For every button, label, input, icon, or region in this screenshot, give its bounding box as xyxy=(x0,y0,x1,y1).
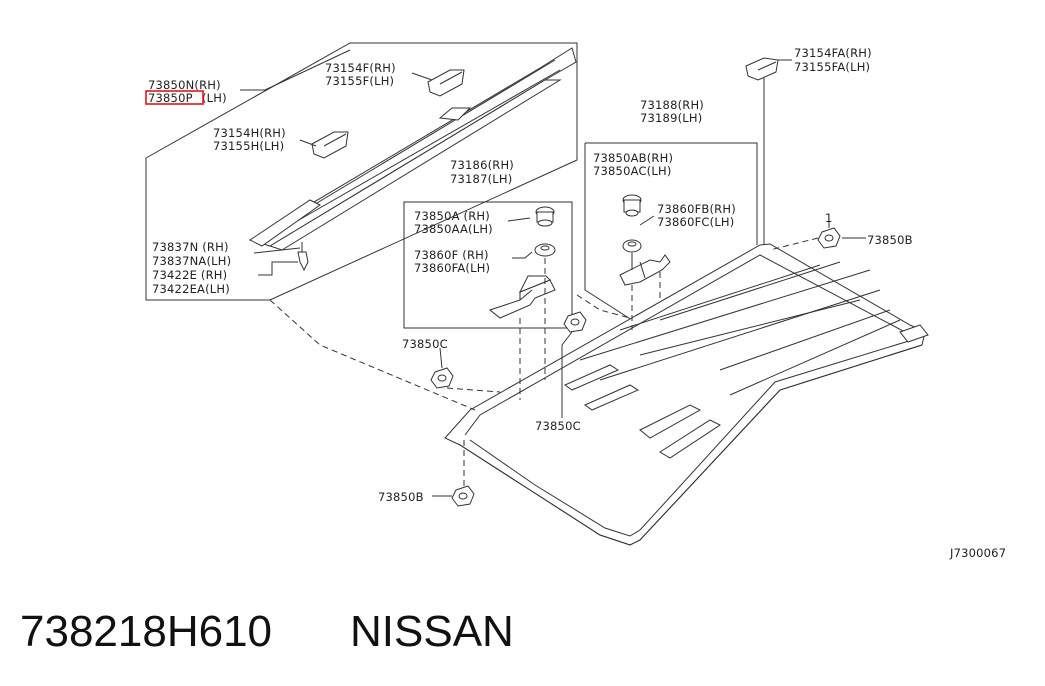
label-73850p-code: 73850P xyxy=(148,91,193,105)
cap-73154f xyxy=(427,69,465,97)
clip-73422e xyxy=(297,242,309,272)
label-73850c-top: 73850C xyxy=(402,337,448,351)
label-73189: 73189(LH) xyxy=(640,111,702,125)
bracket-73188 xyxy=(619,254,671,286)
washer-73860fb xyxy=(622,239,642,253)
label-73154fa: 73154FA(RH) xyxy=(794,46,872,60)
label-73850a: 73850A (RH) xyxy=(414,209,490,223)
roof-headlining xyxy=(444,243,929,546)
part-number: 738218H610 xyxy=(20,607,272,656)
nut-73850c-center xyxy=(563,311,587,333)
label-73850n-rh: 73850N(RH) xyxy=(148,78,221,92)
label-73155f: 73155F(LH) xyxy=(325,74,394,88)
label-73850p-lh: (LH) xyxy=(202,91,227,105)
label-73850b-bottom: 73850B xyxy=(378,490,424,504)
nut-73850b-right xyxy=(817,227,841,249)
label-73422ea: 73422EA(LH) xyxy=(152,282,230,296)
grommet-73850ab xyxy=(622,194,642,217)
label-73850ab: 73850AB(RH) xyxy=(593,151,673,165)
label-73860f: 73860F (RH) xyxy=(414,248,489,262)
cap-73154fa xyxy=(745,57,779,81)
label-73187: 73187(LH) xyxy=(450,172,512,186)
label-73154h: 73154H(RH) xyxy=(213,126,286,140)
label-73860fa: 73860FA(LH) xyxy=(414,261,490,275)
label-73860fb: 73860FB(RH) xyxy=(657,202,736,216)
diagram-code: J7300067 xyxy=(949,546,1006,560)
nut-73850c-left xyxy=(430,367,454,389)
label-73837na: 73837NA(LH) xyxy=(152,254,231,268)
rail-callout-box xyxy=(145,42,578,301)
label-73850c-bottom: 73850C xyxy=(535,419,581,433)
roof-side-rail xyxy=(248,47,577,251)
label-73850aa: 73850AA(LH) xyxy=(414,222,493,236)
label-73188: 73188(RH) xyxy=(640,98,704,112)
label-73186: 73186(RH) xyxy=(450,158,514,172)
label-73860fc: 73860FC(LH) xyxy=(657,215,734,229)
cap-73154h xyxy=(311,131,349,159)
label-73422e: 73422E (RH) xyxy=(152,268,227,282)
nut-73850b-bottom xyxy=(451,485,475,507)
bracket2-callout-box xyxy=(585,142,758,245)
label-73850b-right: 73850B xyxy=(867,233,913,247)
grommet-73850a xyxy=(535,206,555,227)
brand-name: NISSAN xyxy=(350,607,514,656)
washer-73860f xyxy=(534,243,556,257)
label-73155fa: 73155FA(LH) xyxy=(794,60,870,74)
bracket-73186 xyxy=(488,275,556,319)
bracket-callout-box xyxy=(403,201,573,329)
label-ref-1: 1 xyxy=(825,211,833,225)
label-73155h: 73155H(LH) xyxy=(213,139,284,153)
label-73154f: 73154F(RH) xyxy=(325,61,396,75)
label-73837n: 73837N (RH) xyxy=(152,240,229,254)
highlight-box xyxy=(145,90,204,105)
label-73850ac: 73850AC(LH) xyxy=(593,164,672,178)
